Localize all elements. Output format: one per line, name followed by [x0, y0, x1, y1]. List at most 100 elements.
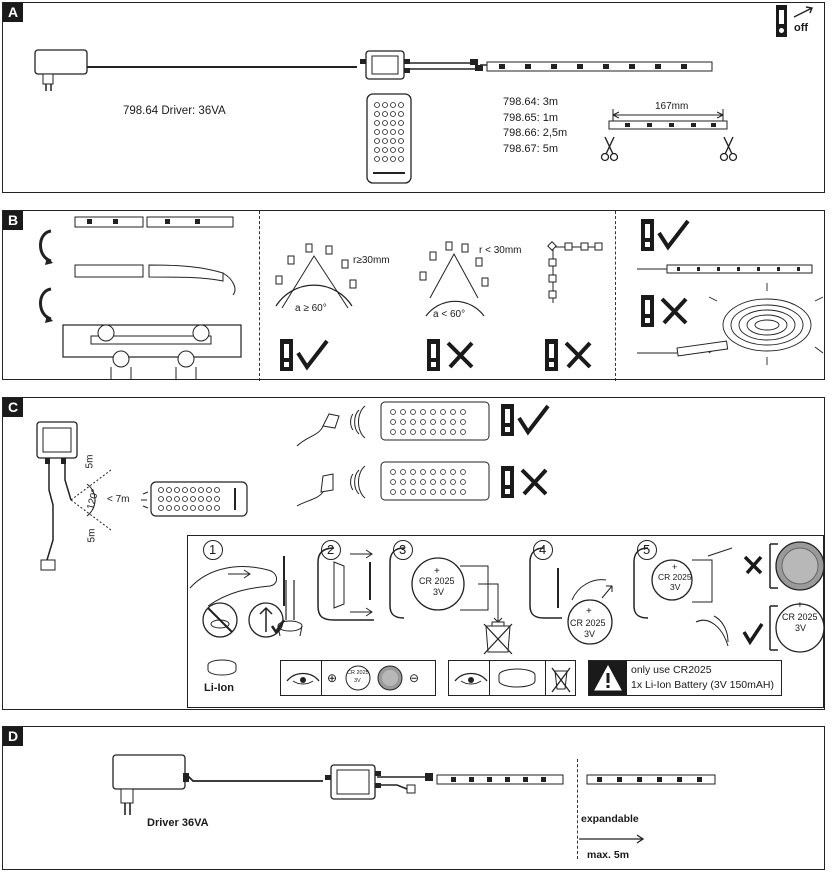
- output-cable: [377, 773, 433, 794]
- battery-remove-illustration: [389, 547, 513, 655]
- li-ion-battery-icon: [498, 668, 536, 688]
- panel-b: B r≥30mm a ≥ 60°: [2, 210, 825, 381]
- battery-model-label: CR 2025: [782, 612, 818, 622]
- step-circle: [637, 540, 657, 560]
- power-off-icon: off: [776, 5, 820, 37]
- straight-strip-illustration: [637, 264, 813, 274]
- cut-length-label: 167mm: [655, 101, 689, 112]
- cut-dimension-diagram: [608, 109, 728, 130]
- remote-control-icon: [141, 481, 248, 517]
- pull-out-ok-icon: [248, 602, 286, 638]
- warning-line-1: only use CR2025: [631, 664, 712, 676]
- driver-label-d: Driver 36VA: [147, 817, 209, 829]
- li-ion-label: Li-Ion: [204, 682, 234, 694]
- mounting-hands-illustration: [62, 324, 242, 379]
- bend-ok-diagram: [275, 243, 357, 309]
- section-label-a: A: [3, 3, 23, 22]
- battery-model-label: CR 2025: [347, 670, 369, 676]
- coiled-strip-illustration: [637, 283, 824, 365]
- plus-sign: ⊕: [327, 671, 338, 685]
- battery-polarity-box: ⊕ CR 2025 3V ⊖: [280, 660, 436, 696]
- step-number: 3: [399, 542, 407, 557]
- angle-ok-label: a ≥ 60°: [295, 303, 327, 314]
- panel-c: C 5m 5m 120° < 7m: [2, 397, 825, 710]
- panel-d: D Driver 36VA expandable max. 5m: [2, 726, 825, 870]
- twist-remove-icon: [277, 580, 303, 637]
- expandable-label: expandable: [581, 813, 639, 825]
- eye-icon: [454, 672, 488, 685]
- checkmark-ok-icon: [641, 219, 693, 251]
- battery-model-label: CR 2025: [419, 576, 455, 586]
- led-strip: [436, 774, 564, 785]
- battery-voltage-label: 3V: [433, 587, 445, 597]
- battery-front-icon: [345, 665, 371, 691]
- minus-sign: ⊖: [409, 671, 420, 685]
- strip-peel-illustration: [74, 264, 236, 296]
- battery-voltage-label: 3V: [670, 582, 681, 592]
- max-length-label: max. 5m: [587, 849, 630, 861]
- power-cable: [183, 773, 323, 782]
- cross-bad-icon: [427, 339, 479, 371]
- ir-sensor-bad-illustration: [296, 461, 490, 507]
- bend-bad-diagram: [419, 241, 489, 317]
- holder-close-illustration: [633, 547, 733, 647]
- expand-divider: [577, 759, 578, 859]
- eye-icon: [286, 672, 320, 685]
- section-label-b: B: [3, 211, 23, 230]
- step-circle: [393, 540, 413, 560]
- battery-plus-sign: +: [797, 600, 803, 611]
- angle-bad-label: a < 60°: [433, 309, 466, 320]
- step-number: 4: [539, 542, 547, 557]
- model-item: 798.65: 1m: [503, 111, 559, 124]
- battery-voltage-label: 3V: [584, 629, 596, 639]
- section-label-d: D: [3, 727, 23, 746]
- warning-line-2: 1x Li-Ion Battery (3V 150mAH): [631, 679, 774, 691]
- no-twist-icon: [202, 602, 238, 638]
- battery-voltage-label: 3V: [795, 623, 807, 633]
- cross-mark-icon: [743, 555, 763, 575]
- distance-5m-bottom: 5m: [86, 528, 98, 543]
- step-number: 5: [643, 542, 651, 557]
- rotate-arrow-icon: [39, 287, 53, 323]
- controller-box-icon: [325, 764, 381, 800]
- scissors-icon: [719, 136, 738, 162]
- led-strip-extension: [586, 774, 716, 785]
- battery-voltage-label: 3V: [354, 678, 361, 684]
- radius-ok-label: r≥30mm: [353, 255, 390, 266]
- battery-insert-illustration: [529, 547, 613, 645]
- section-label-c: C: [3, 398, 23, 417]
- battery-back-icon: [377, 665, 403, 691]
- li-ion-disposal-box: [448, 660, 576, 696]
- model-item: 798.67: 5m: [503, 142, 559, 155]
- driver-adapter-icon: [34, 49, 88, 91]
- driver-adapter-icon: [112, 754, 186, 815]
- off-label: off: [794, 22, 809, 34]
- cross-bad-icon: [501, 466, 553, 498]
- checkmark-icon: [742, 623, 764, 646]
- battery-plus-sign: +: [586, 606, 592, 617]
- corner-bend-diagram: [547, 241, 603, 303]
- checkmark-ok-icon: [501, 404, 553, 436]
- radius-bad-label: r < 30mm: [479, 245, 522, 256]
- driver-label-a: 798.64 Driver: 36VA: [123, 105, 226, 117]
- controller-box-icon: [360, 50, 410, 80]
- li-ion-battery-icon: [207, 659, 237, 676]
- battery-right-side-icon: [769, 603, 825, 653]
- warning-box: only use CR2025 1x Li-Ion Battery (3V 15…: [588, 660, 782, 696]
- battery-model-label: CR 2025: [570, 618, 606, 628]
- battery-plus-sign: +: [672, 562, 678, 572]
- finger-press-illustration: [189, 556, 285, 607]
- distance-5m-top: 5m: [84, 454, 96, 469]
- controller-box-icon: [36, 421, 78, 464]
- checkmark-ok-icon: [280, 339, 332, 371]
- divider: [259, 211, 260, 381]
- ir-sensor-cable: [40, 460, 112, 571]
- cross-bad-icon: [545, 339, 597, 371]
- model-item: 798.66: 2,5m: [503, 127, 568, 139]
- holder-open-illustration: [317, 547, 374, 621]
- remote-control-icon: [366, 93, 412, 184]
- divider: [615, 211, 616, 381]
- step-circle: [321, 540, 341, 560]
- step-circle: [203, 540, 223, 560]
- warning-icon: [594, 664, 622, 691]
